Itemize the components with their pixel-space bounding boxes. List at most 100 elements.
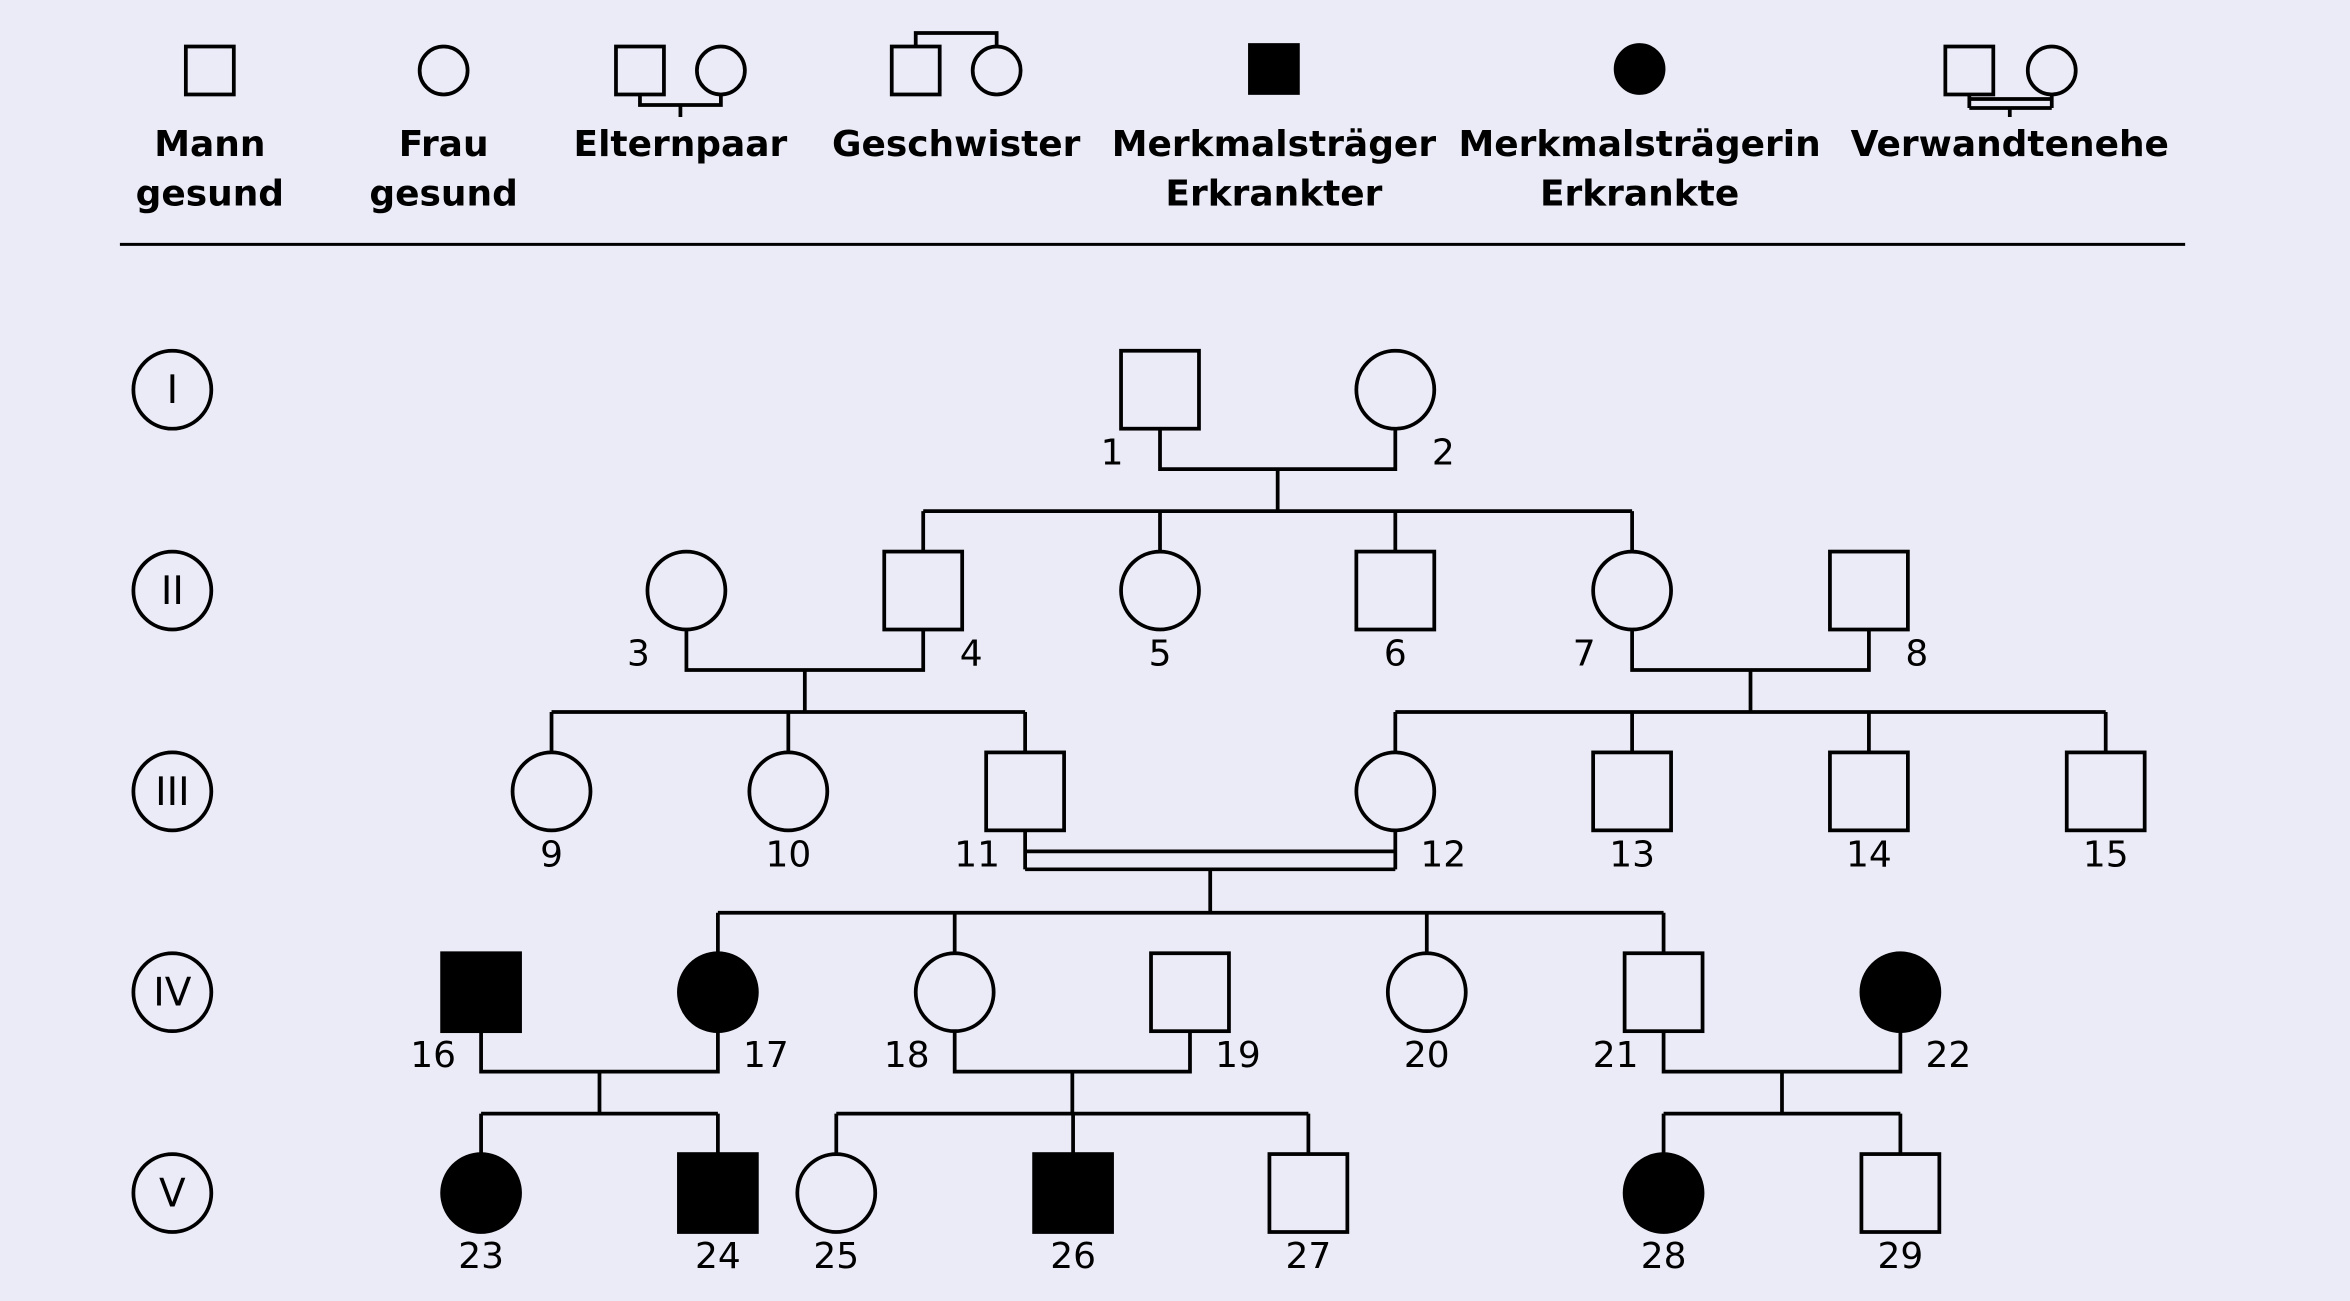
healthy-female-symbol — [747, 750, 830, 833]
individual-20: 20 — [1385, 951, 1468, 1076]
healthy-male-symbol — [1119, 348, 1201, 431]
individual-number: 24 — [695, 1236, 741, 1277]
individual-number: 16 — [410, 1035, 456, 1076]
affected-female-symbol — [440, 1152, 522, 1234]
individual-9: 9 — [510, 750, 593, 875]
individual-6: 6 — [1354, 549, 1437, 674]
individual-23: 23 — [440, 1152, 522, 1277]
generation-label: III — [155, 770, 189, 815]
legend-label-male-healthy: Mann — [154, 124, 265, 165]
individual-number: 28 — [1641, 1236, 1687, 1277]
individual-4: 4 — [882, 549, 983, 674]
healthy-male-symbol — [882, 549, 965, 632]
individual-24: 24 — [677, 1152, 759, 1277]
healthy-male-symbol — [2064, 750, 2147, 833]
consanguineous-couple-line — [716, 830, 1666, 954]
individual-number: 10 — [765, 834, 811, 875]
individual-25: 25 — [795, 1152, 878, 1277]
individual-3: 3 — [627, 549, 728, 674]
generation-circle — [131, 348, 214, 431]
pedigree-lines — [479, 428, 2108, 1155]
affected-female-symbol — [677, 951, 759, 1034]
individual-14: 14 — [1828, 750, 1910, 875]
couple-line — [1661, 1031, 1903, 1155]
generation-circle — [131, 951, 214, 1034]
individual-16: 16 — [410, 951, 522, 1076]
generation-label: I — [167, 368, 179, 413]
healthy-female-symbol — [1119, 549, 1201, 632]
individual-number: 19 — [1215, 1035, 1261, 1076]
healthy-male-symbol — [1859, 1152, 1942, 1234]
couple-line — [1393, 629, 2108, 753]
individual-5: 5 — [1119, 549, 1201, 674]
individual-number: 8 — [1905, 633, 1928, 674]
legend-sublabel-female-affected: Erkrankte — [1540, 173, 1739, 214]
generation-circle — [131, 549, 214, 632]
legend-sublabel-female-healthy: gesund — [369, 173, 517, 214]
individual-22: 22 — [1859, 951, 1971, 1076]
healthy-male-symbol — [1149, 951, 1231, 1034]
individual-number: 11 — [954, 834, 1000, 875]
individual-number: 13 — [1609, 834, 1655, 875]
individual-number: 18 — [884, 1035, 930, 1076]
healthy-male-symbol — [1354, 549, 1437, 632]
individual-number: 27 — [1286, 1236, 1332, 1277]
affected-female-symbol — [1859, 951, 1942, 1034]
legend-label-siblings: Geschwister — [832, 124, 1081, 165]
individual-26: 26 — [1032, 1152, 1114, 1277]
generation-label: II — [161, 569, 184, 614]
affected-male-symbol — [1032, 1152, 1114, 1234]
individual-27: 27 — [1267, 1152, 1350, 1277]
individual-number: 4 — [960, 633, 983, 674]
individual-number: 1 — [1101, 433, 1124, 474]
individual-number: 14 — [1846, 834, 1892, 875]
healthy-female-symbol — [1354, 750, 1437, 833]
individual-18: 18 — [884, 951, 996, 1076]
generation-label: V — [159, 1172, 186, 1217]
individual-21: 21 — [1593, 951, 1705, 1076]
individual-number: 23 — [458, 1236, 504, 1277]
individual-number: 26 — [1050, 1236, 1096, 1277]
legend-label-consanguineous: Verwandtenehe — [1851, 124, 2169, 165]
individual-number: 15 — [2083, 834, 2129, 875]
individual-number: 29 — [1878, 1236, 1924, 1277]
couple-line — [549, 629, 1028, 753]
healthy-female-symbol — [913, 951, 996, 1034]
healthy-female-symbol — [1385, 951, 1468, 1034]
individual-number: 2 — [1432, 433, 1455, 474]
individual-number: 17 — [743, 1035, 789, 1076]
couple-line — [921, 428, 1634, 552]
individual-28: 28 — [1622, 1152, 1705, 1277]
legend-label-parents: Elternpaar — [574, 124, 788, 165]
generation-circle — [131, 1152, 214, 1234]
healthy-male-symbol — [1622, 951, 1705, 1034]
healthy-male-symbol — [1828, 750, 1910, 833]
healthy-male-symbol — [1591, 750, 1673, 833]
individual-29: 29 — [1859, 1152, 1942, 1277]
healthy-female-symbol — [795, 1152, 878, 1234]
individual-15: 15 — [2064, 750, 2147, 875]
legend-sublabel-male-affected: Erkrankter — [1165, 173, 1382, 214]
healthy-female-symbol — [645, 549, 728, 632]
legend-male-symbol — [183, 44, 236, 97]
legend-label-female-healthy: Frau — [399, 124, 489, 165]
individual-number: 20 — [1404, 1035, 1450, 1076]
individual-2: 2 — [1354, 348, 1455, 474]
individual-number: 21 — [1593, 1035, 1639, 1076]
generation-circle — [131, 750, 214, 833]
affected-male-symbol — [677, 1152, 759, 1234]
individual-number: 6 — [1384, 633, 1407, 674]
legend-label-male-affected: Merkmalsträger — [1112, 124, 1437, 165]
affected-male-symbol — [440, 951, 522, 1034]
individual-11: 11 — [954, 750, 1066, 875]
individual-1: 1 — [1101, 348, 1201, 474]
couple-line — [834, 1031, 1311, 1155]
individual-number: 3 — [627, 633, 650, 674]
individual-number: 22 — [1925, 1035, 1971, 1076]
individual-7: 7 — [1573, 549, 1673, 674]
individual-number: 7 — [1573, 633, 1596, 674]
individual-number: 5 — [1149, 633, 1172, 674]
